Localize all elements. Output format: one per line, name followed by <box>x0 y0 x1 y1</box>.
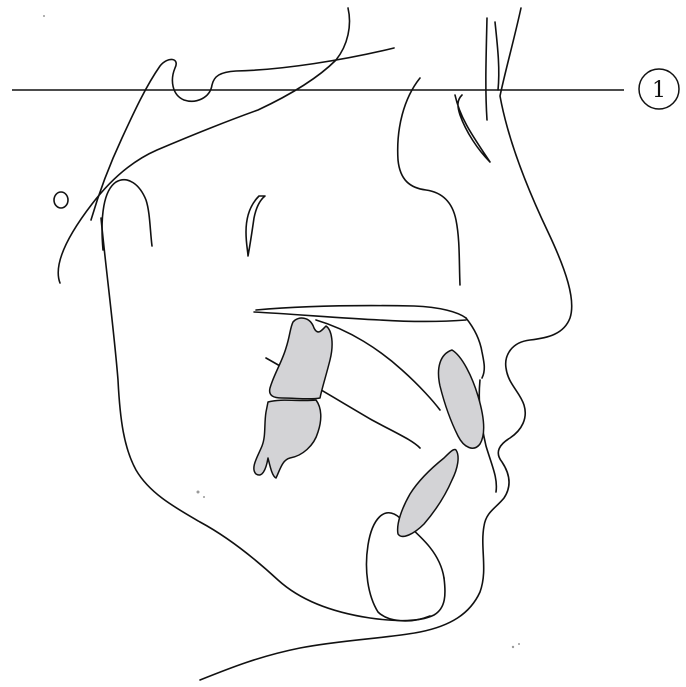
lower-molar <box>254 400 321 478</box>
reference-marker: 1 <box>639 69 679 109</box>
upper-molar <box>270 318 332 399</box>
zygomatic-curve <box>246 196 265 256</box>
reference-marker-label: 1 <box>652 78 666 103</box>
palate-inner-curve <box>316 320 440 410</box>
lower-incisor <box>398 449 458 536</box>
scan-speck <box>512 646 514 648</box>
nasal-bone <box>455 95 490 162</box>
upper-incisor <box>439 350 484 448</box>
orbital-rim-curve <box>398 78 460 285</box>
porion-circle <box>54 192 68 208</box>
frontal-line-a <box>486 18 487 120</box>
soft-tissue-profile <box>200 8 572 680</box>
pterygomaxillary-curve <box>102 180 152 250</box>
scan-speck <box>518 643 520 645</box>
palatal-plane-upper <box>256 306 466 318</box>
scan-speck <box>43 15 45 17</box>
scan-speck <box>203 496 205 498</box>
frontal-nasal-hook <box>91 48 394 220</box>
scan-speck <box>197 491 200 494</box>
maxilla-anterior-curve <box>466 318 484 378</box>
palatal-plane-lower <box>254 312 466 322</box>
frontal-line-b <box>495 22 499 90</box>
